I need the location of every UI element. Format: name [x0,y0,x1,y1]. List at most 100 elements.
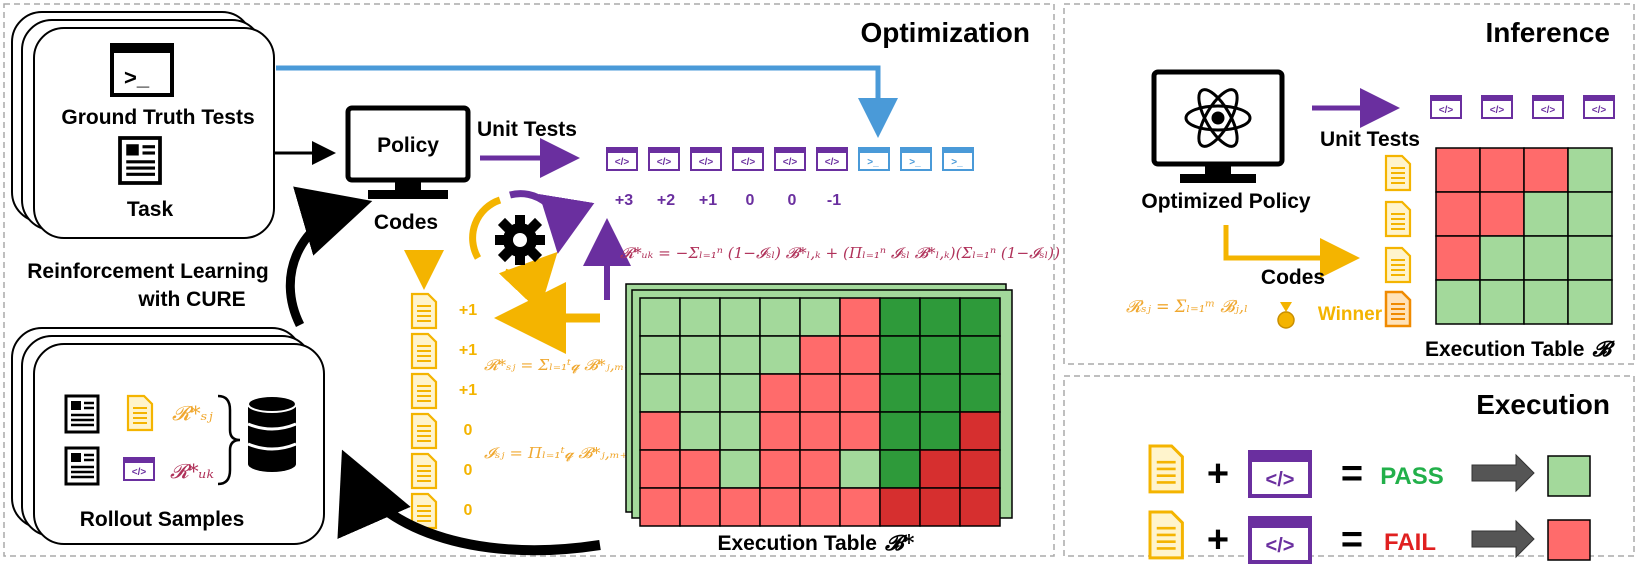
execution-cell [719,297,761,337]
execution-cell [679,411,721,451]
unit-test-icon [774,147,806,171]
code-reward: 0 [464,462,473,479]
code-reward-formula: 𝓡*ₛⱼ = Σₗ₌₁ᵗ𝓺 𝓑*ⱼ,ₘ₊ₗ [484,356,636,374]
test-reward: +1 [699,192,717,209]
rollout-test-reward: 𝓡*ᵤₖ [170,459,214,483]
code-file-icon [1148,510,1184,560]
code-file-icon [1384,154,1412,192]
execution-cell [759,411,801,451]
execution-cell [1435,147,1481,193]
execution-cell [959,297,1001,337]
execution-cell [919,487,961,527]
rollout-code-reward: 𝓡*ₛⱼ [172,401,213,425]
execution-cell [1479,191,1525,237]
gear-icon [495,215,545,265]
winner-label: Winner [1318,304,1383,325]
pass-label: PASS [1380,463,1444,490]
inference-unit-tests-label: Unit Tests [1320,128,1420,151]
execution-cell [639,487,681,527]
execution-cell [839,335,881,375]
test-reward: 0 [788,192,797,209]
test-reward: -1 [827,192,841,209]
execution-cell [919,449,961,489]
execution-cell [1435,191,1481,237]
rl-label-line2: with CURE [137,288,245,311]
execution-cell [1523,191,1569,237]
execution-cell [759,297,801,337]
optimized-policy-label: Optimized Policy [1141,190,1311,213]
execution-cell [799,335,841,375]
execution-cell [759,449,801,489]
unit-test-icon [606,147,638,171]
execution-cell [1435,235,1481,281]
execution-cell [839,411,881,451]
code-reward: +1 [459,382,477,399]
execution-cell [879,411,921,451]
inference-codes-label: Codes [1261,266,1325,289]
test-reward: +3 [615,192,633,209]
execution-cell [799,449,841,489]
execution-cell [959,449,1001,489]
execution-cell [639,411,681,451]
execution-cell [719,373,761,413]
ground-truth-tests-label: Ground Truth Tests [61,106,254,129]
execution-cell [679,297,721,337]
execution-cell [639,449,681,489]
execution-cell [879,335,921,375]
execution-cell [679,373,721,413]
svg-text:>_: >_ [124,65,150,90]
execution-cell [719,487,761,527]
execution-cell [839,297,881,337]
execution-cell [839,487,881,527]
execution-cell [919,297,961,337]
unit-test-icon [1430,95,1462,119]
optimized-policy-monitor-icon [1151,69,1285,183]
task-label: Task [127,198,174,221]
task-icon [64,394,100,434]
execution-cell [959,487,1001,527]
execution-cell [1567,279,1613,325]
execution-cell [759,487,801,527]
code-file-icon [410,292,438,330]
code-indicator-formula: 𝓘ₛⱼ = Πₗ₌₁ᵗ𝓺 𝓑*ⱼ,ₘ₊ₗ [484,444,632,462]
inference-codes-arrow [1223,225,1360,278]
execution-cell [879,373,921,413]
fail-label: FAIL [1384,529,1436,556]
rl-label-line1: Reinforcement Learning [27,260,269,283]
fail-swatch [1547,519,1591,561]
equals-sign: = [1341,519,1363,561]
execution-cell [1523,235,1569,281]
execution-cell [959,373,1001,413]
inference-code-score-formula: 𝓡ₛⱼ = Σₗ₌₁ᵐ 𝓑ⱼ,ₗ [1126,297,1248,317]
execution-cell [919,373,961,413]
code-file-icon [410,412,438,450]
execution-cell [919,411,961,451]
database-icon [247,395,297,472]
ground-truth-test-icon [942,147,974,171]
execution-cell [839,449,881,489]
execution-cell [1523,147,1569,193]
rollout-brace [217,394,241,486]
inference-panel [1063,3,1635,365]
ground-truth-test-icon [858,147,890,171]
execution-cell [719,335,761,375]
code-file-icon [410,332,438,370]
execution-cell [839,373,881,413]
rollout-samples-label: Rollout Samples [80,508,245,531]
execution-title: Execution [1476,389,1610,420]
execution-cell [959,335,1001,375]
codes-label: Codes [374,211,438,234]
inference-title: Inference [1486,17,1611,48]
execution-cell [639,335,681,375]
execution-cell [1567,191,1613,237]
ground-truth-task-stack [11,11,275,239]
unit-test-reward-formula: 𝓡*ᵤₖ = −Σₗ₌₁ⁿ (1−𝓘ₛₗ) 𝓑*ₗ,ₖ + (Πₗ₌₁ⁿ 𝓘ₛₗ… [620,244,1060,262]
test-reward: 0 [746,192,755,209]
unit-test-icon [1481,95,1513,119]
execution-cell [1479,279,1525,325]
plus-sign: + [1207,453,1229,495]
execution-cell [1523,279,1569,325]
code-file-icon [410,372,438,410]
